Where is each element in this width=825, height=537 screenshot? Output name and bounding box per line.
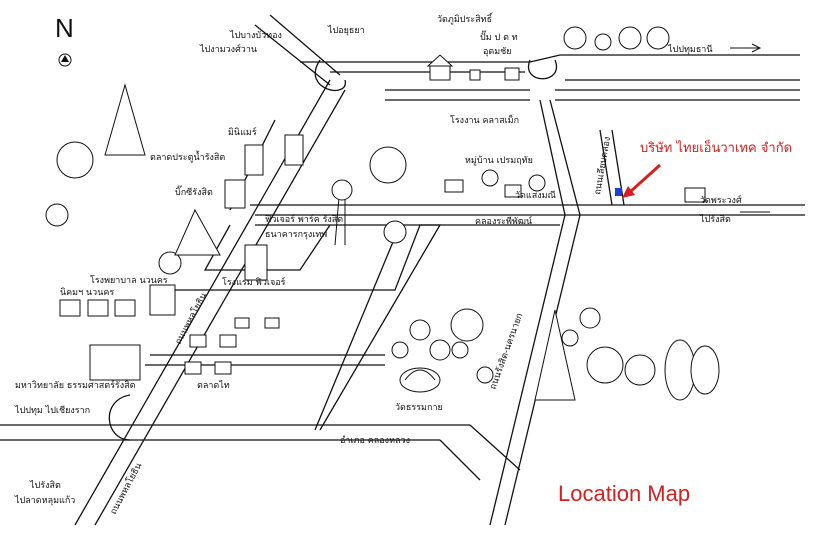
svg-text:นิคมฯ นวนคร: นิคมฯ นวนคร — [60, 287, 114, 298]
company-label: บริษัท ไทยเอ็นวาเทค จำกัด — [640, 141, 793, 156]
svg-text:ไปงามวงศ์วาน: ไปงามวงศ์วาน — [199, 43, 257, 55]
roads — [0, 14, 805, 526]
svg-text:หมู่บ้าน เปรมฤทัย: หมู่บ้าน เปรมฤทัย — [465, 155, 533, 166]
svg-text:บิ๊กซีรังสิต: บิ๊กซีรังสิต — [175, 185, 213, 198]
svg-text:ตลาดประตูน้ำรังสิต: ตลาดประตูน้ำรังสิต — [150, 150, 225, 163]
svg-text:ไปบางบัวทอง: ไปบางบัวทอง — [229, 30, 282, 41]
svg-text:วัดภูมิประสิทธิ์: วัดภูมิประสิทธิ์ — [437, 12, 494, 25]
svg-text:มินิแมร์: มินิแมร์ — [228, 126, 257, 138]
svg-text:โรงงาน คลาสเม็ก: โรงงาน คลาสเม็ก — [450, 113, 519, 126]
svg-text:ถนนพหลโยธิน: ถนนพหลโยธิน — [108, 461, 144, 516]
svg-text:ไปรังสิต: ไปรังสิต — [699, 214, 731, 225]
svg-text:โรงแรม ฟิวเจอร์: โรงแรม ฟิวเจอร์ — [222, 276, 286, 288]
svg-text:วัดแสงมณี: วัดแสงมณี — [515, 190, 556, 201]
svg-text:คลองระพีพัฒน์: คลองระพีพัฒน์ — [475, 215, 532, 227]
svg-text:ฟิวเจอร์ พาร์ค รังสิต: ฟิวเจอร์ พาร์ค รังสิต — [265, 213, 343, 225]
svg-text:โรงพยาบาล นวนคร: โรงพยาบาล นวนคร — [90, 275, 168, 286]
trees — [45, 26, 720, 401]
svg-text:ไปอยุธยา: ไปอยุธยา — [327, 25, 365, 36]
svg-text:ไปปทุม ไปเชียงราก: ไปปทุม ไปเชียงราก — [14, 405, 90, 416]
svg-text:ไปปทุมธานี: ไปปทุมธานี — [667, 44, 713, 55]
svg-text:มหาวิทยาลัย ธรรมศาสตร์รังสิต: มหาวิทยาลัย ธรรมศาสตร์รังสิต — [15, 379, 136, 391]
svg-text:ตลาดไท: ตลาดไท — [197, 380, 230, 391]
map-title: Location Map — [558, 481, 691, 506]
company-arrow — [615, 163, 662, 198]
svg-text:ไปลาดหลุมแก้ว: ไปลาดหลุมแก้ว — [14, 495, 75, 506]
svg-text:วัดธรรมกาย: วัดธรรมกาย — [395, 403, 443, 413]
svg-text:ไปรังสิต: ไปรังสิต — [29, 480, 61, 491]
svg-text:อุดมชัย: อุดมชัย — [483, 47, 512, 57]
svg-text:วัดพระวงศ์: วัดพระวงศ์ — [700, 194, 742, 206]
svg-text:ธนาคารกรุงเทพ: ธนาคารกรุงเทพ — [265, 230, 327, 240]
company-marker — [615, 188, 622, 196]
buildings — [59, 54, 706, 393]
north-arrow — [58, 53, 72, 67]
svg-text:ถนนรังสิต-นครนายก: ถนนรังสิต-นครนายก — [487, 312, 525, 391]
svg-text:ปั๊ม ป ต ท: ปั๊ม ป ต ท — [480, 30, 518, 43]
svg-text:ถนนเลียบคลอง: ถนนเลียบคลอง — [592, 136, 613, 196]
svg-text:อำเภอ คลองหลวง: อำเภอ คลองหลวง — [340, 435, 410, 446]
north-label: N — [55, 13, 74, 43]
